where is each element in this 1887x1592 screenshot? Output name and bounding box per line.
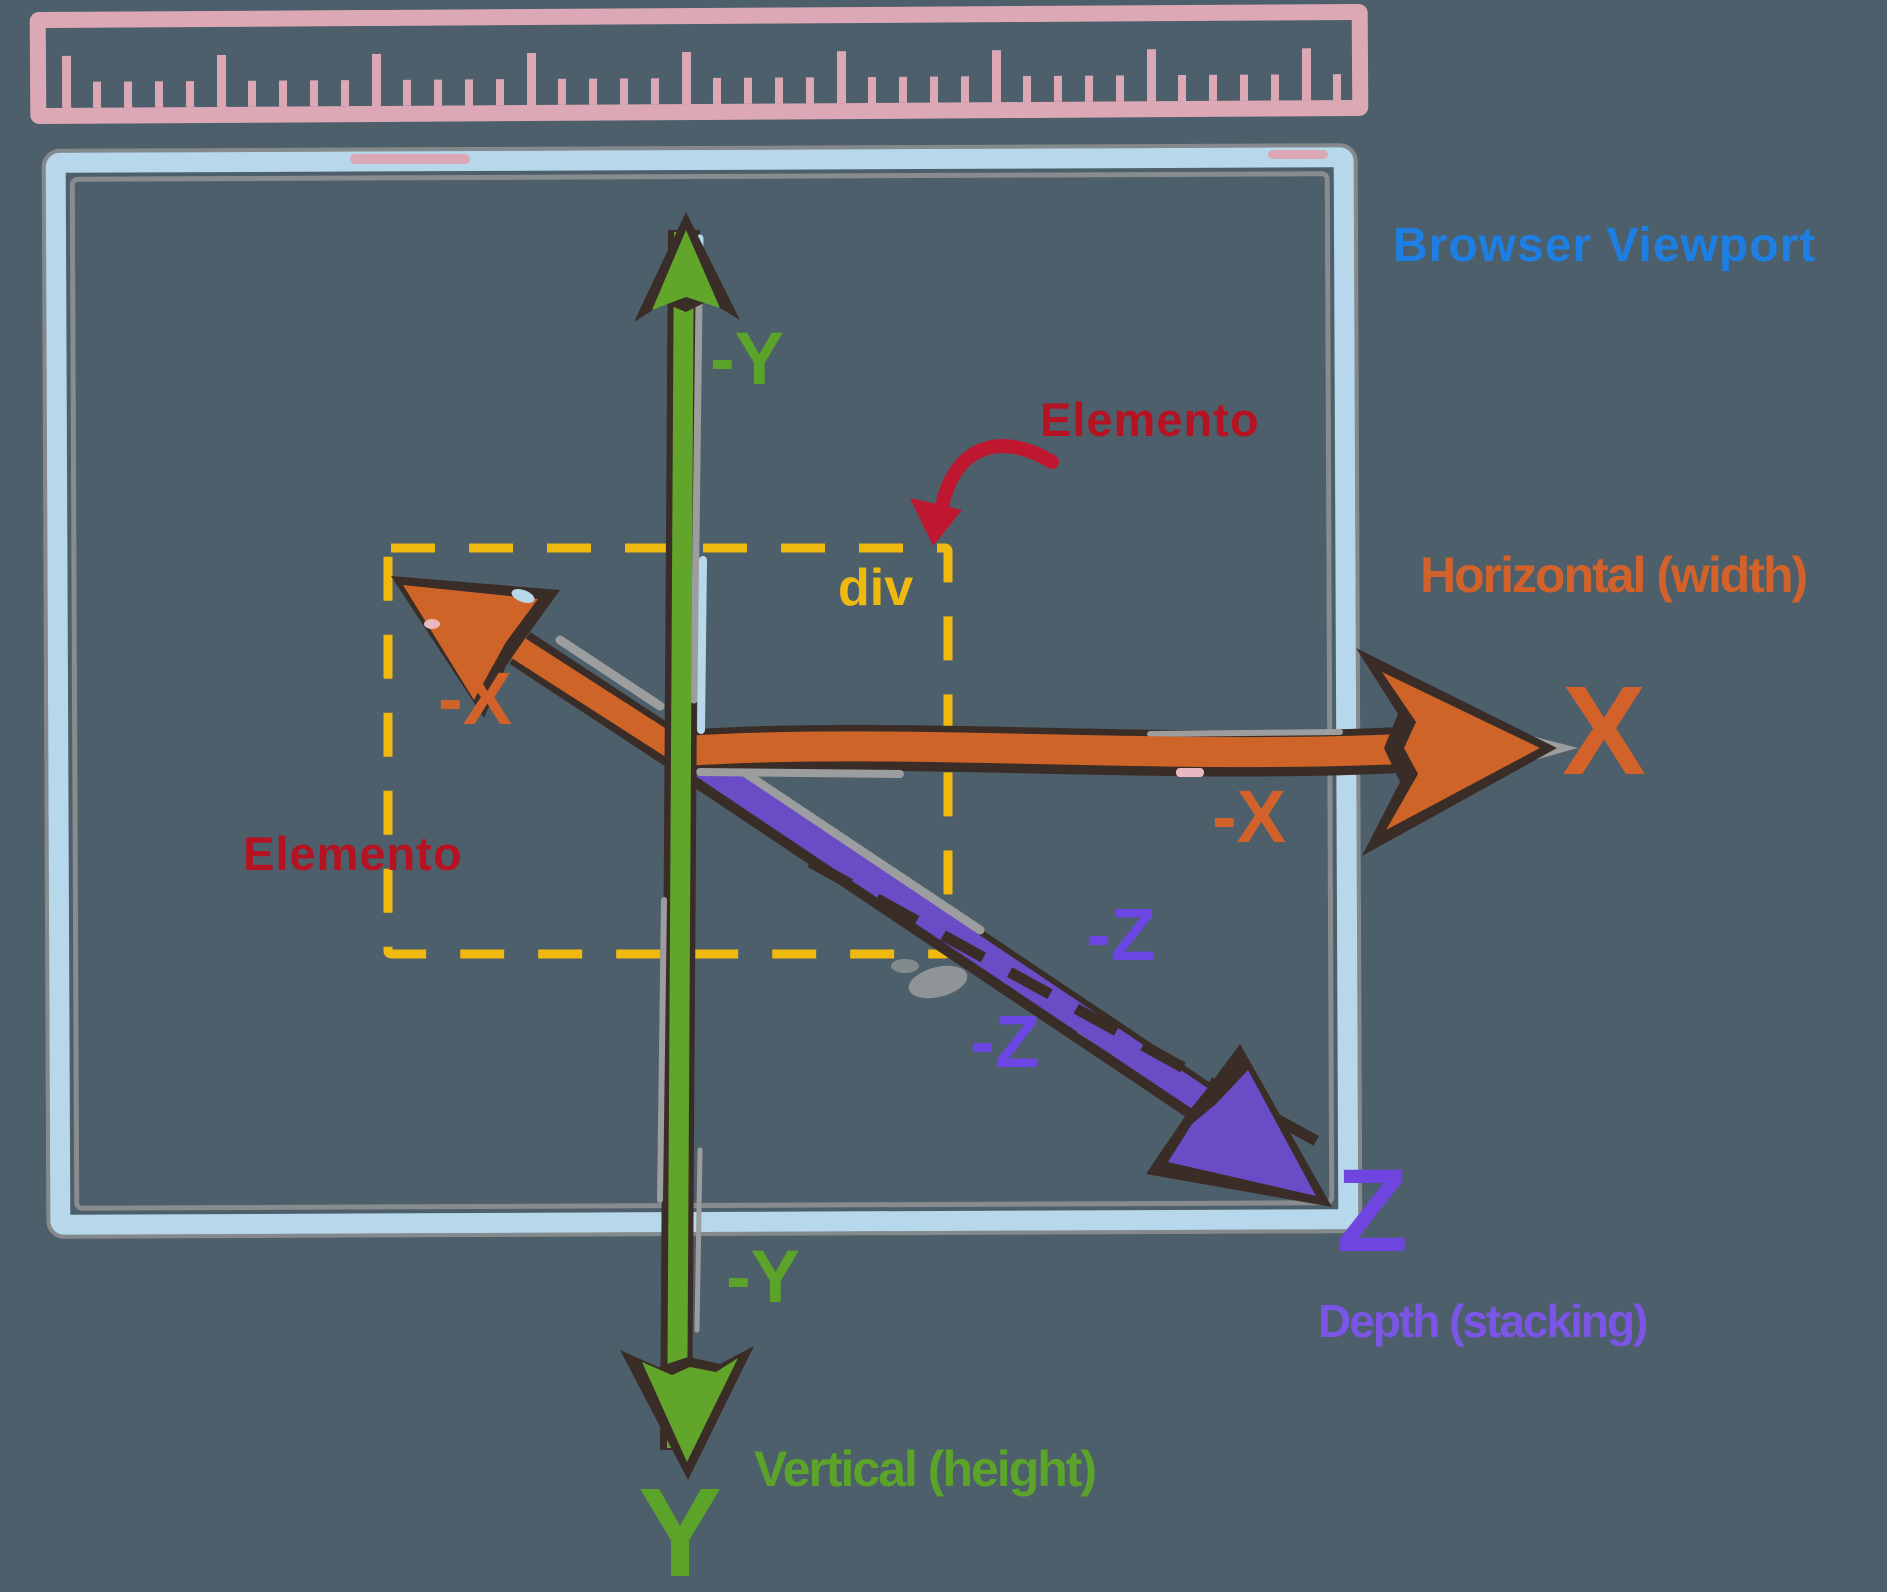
browser-viewport-label: Browser Viewport [1393,219,1817,272]
vertical-axis-caption: Vertical (height) [754,1441,1097,1497]
y-axis-label: Y [638,1462,723,1592]
neg-x-label-right: -X [1212,775,1286,858]
z-axis-arrow [673,738,1343,1207]
elemento-label-top: Elemento [1040,393,1260,446]
neg-z-label-lower: -Z [970,1000,1040,1083]
elemento-label-left: Elemento [243,827,463,880]
neg-z-label-upper: -Z [1086,893,1156,976]
z-axis-dashed-edge [807,857,1343,1159]
div-label: div [838,559,914,617]
x-axis-arrow [681,648,1578,856]
pink-sketch-speck [350,154,470,164]
elemento-pointer-arrow [910,439,1059,546]
neg-x-arrow [391,576,701,776]
neg-y-label-bottom: -Y [726,1235,800,1318]
gray-smudge [891,959,968,999]
x-axis-label: X [1562,660,1647,801]
depth-axis-caption: Depth (stacking) [1318,1295,1648,1347]
neg-y-label-top: -Y [710,317,784,400]
z-axis-label: Z [1336,1145,1409,1277]
pink-sketch-speck [1268,150,1328,159]
horizontal-axis-caption: Horizontal (width) [1420,547,1808,603]
neg-x-label-left: -X [438,657,512,740]
y-axis-arrow [620,212,754,1480]
